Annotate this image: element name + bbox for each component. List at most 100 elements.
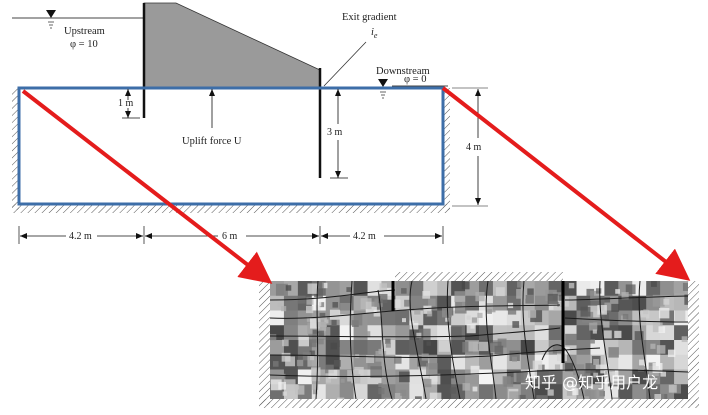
field-speckle bbox=[478, 341, 489, 352]
field-speckle bbox=[509, 391, 520, 399]
field-speckle bbox=[651, 281, 657, 287]
field-speckle bbox=[371, 300, 378, 307]
field-speckle bbox=[445, 317, 450, 322]
field-cell bbox=[632, 384, 647, 399]
field-speckle bbox=[597, 305, 607, 315]
equi-line-4 bbox=[409, 281, 427, 399]
field-speckle bbox=[552, 345, 562, 354]
field-speckle bbox=[330, 342, 338, 350]
field-speckle bbox=[639, 359, 646, 366]
exit-gradient-leader bbox=[323, 41, 367, 87]
field-speckle bbox=[340, 378, 345, 383]
field-speckle bbox=[332, 302, 339, 308]
field-left-hatch bbox=[259, 281, 270, 405]
field-speckle bbox=[530, 310, 543, 323]
field-right-hatch bbox=[688, 281, 699, 405]
field-cell bbox=[479, 384, 494, 399]
field-speckle bbox=[604, 296, 611, 303]
equi-line-8 bbox=[541, 344, 585, 399]
field-cell bbox=[576, 325, 592, 341]
field-speckle bbox=[429, 373, 441, 385]
field-speckle bbox=[368, 388, 381, 399]
field-cell bbox=[353, 384, 369, 399]
downstream-label: Downstream bbox=[376, 66, 430, 77]
field-speckle bbox=[512, 356, 517, 362]
field-speckle bbox=[310, 367, 321, 377]
field-cell bbox=[479, 354, 494, 371]
field-speckle bbox=[423, 378, 432, 388]
field-cell bbox=[534, 369, 550, 385]
field-speckle bbox=[314, 288, 323, 298]
field-speckle bbox=[311, 372, 320, 382]
upstream-water-symbol bbox=[46, 10, 56, 18]
field-cell bbox=[437, 354, 452, 371]
field-speckle bbox=[648, 362, 656, 370]
field-speckle bbox=[378, 382, 383, 388]
field-speckle bbox=[477, 312, 483, 319]
field-speckle bbox=[652, 322, 663, 333]
field-speckle bbox=[590, 290, 600, 301]
field-speckle bbox=[470, 365, 480, 375]
field-speckle bbox=[312, 329, 320, 337]
field-speckle bbox=[527, 288, 534, 295]
field-speckle bbox=[316, 322, 327, 332]
field-cell bbox=[632, 369, 647, 385]
field-speckle bbox=[426, 363, 438, 375]
field-speckle bbox=[423, 305, 432, 314]
field-speckle bbox=[621, 292, 629, 300]
field-cell bbox=[674, 369, 688, 385]
field-speckle bbox=[658, 326, 666, 333]
field-speckle bbox=[650, 343, 656, 349]
field-speckle bbox=[658, 308, 670, 319]
field-speckle bbox=[454, 291, 466, 303]
field-speckle bbox=[621, 398, 626, 399]
field-speckle bbox=[346, 287, 352, 293]
field-speckle bbox=[270, 334, 277, 341]
field-cell bbox=[297, 369, 313, 385]
field-speckle bbox=[426, 341, 431, 346]
field-speckle bbox=[278, 381, 286, 390]
dim-mid-label: 6 m bbox=[222, 231, 238, 242]
field-speckle bbox=[502, 376, 511, 385]
field-cell bbox=[270, 340, 285, 356]
field-speckle bbox=[513, 377, 518, 382]
exit-gradient-label: Exit gradient bbox=[342, 12, 397, 23]
field-speckle bbox=[354, 366, 364, 377]
field-cell bbox=[339, 340, 355, 356]
field-speckle bbox=[497, 338, 507, 348]
field-speckle bbox=[684, 294, 688, 305]
field-speckle bbox=[419, 368, 429, 378]
field-speckle bbox=[515, 394, 526, 399]
field-speckle bbox=[307, 355, 319, 367]
field-speckle bbox=[400, 389, 407, 396]
field-speckle bbox=[601, 313, 609, 321]
field-cell bbox=[325, 384, 341, 399]
field-top-hatch-dam bbox=[395, 272, 563, 281]
field-speckle bbox=[422, 290, 431, 299]
field-speckle bbox=[366, 355, 375, 364]
field-speckle bbox=[318, 338, 324, 345]
field-cell bbox=[451, 310, 466, 326]
field-speckle bbox=[318, 330, 324, 336]
dam-body bbox=[143, 2, 321, 89]
field-speckle bbox=[285, 285, 292, 291]
flow-domain bbox=[17, 86, 445, 206]
field-speckle bbox=[654, 394, 665, 399]
downstream-head-label: φ = 0 bbox=[404, 74, 426, 85]
field-speckle bbox=[527, 369, 537, 379]
field-speckle bbox=[600, 364, 610, 374]
field-speckle bbox=[307, 283, 318, 294]
field-speckle bbox=[486, 303, 496, 313]
field-speckle bbox=[380, 287, 393, 300]
field-speckle bbox=[640, 310, 650, 319]
field-cell bbox=[451, 340, 466, 356]
flow-line-5 bbox=[270, 369, 688, 377]
zoom-arrow-right bbox=[441, 86, 691, 281]
field-speckle bbox=[370, 366, 382, 378]
field-speckle bbox=[625, 284, 636, 295]
field-cell bbox=[451, 354, 466, 371]
field-speckle bbox=[509, 350, 520, 362]
field-speckle bbox=[414, 396, 422, 399]
field-speckle bbox=[325, 377, 332, 383]
field-cell bbox=[660, 354, 675, 371]
